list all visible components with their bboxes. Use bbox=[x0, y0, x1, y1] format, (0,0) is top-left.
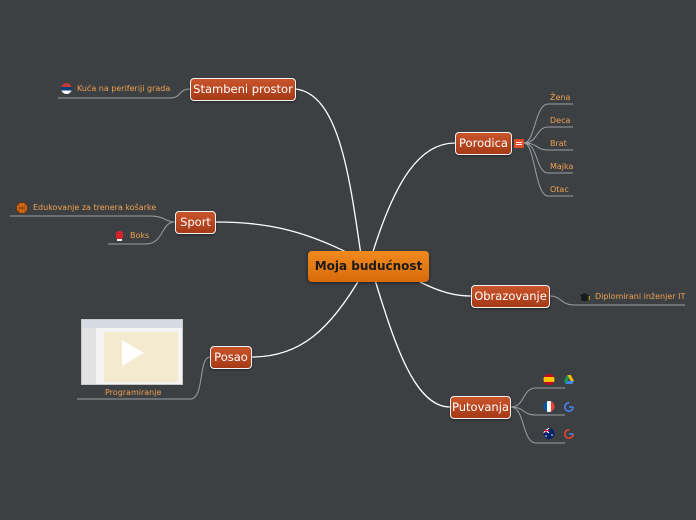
video-thumbnail[interactable] bbox=[81, 319, 183, 385]
node-putovanja[interactable]: Putovanja bbox=[450, 396, 511, 419]
basketball-icon bbox=[16, 202, 28, 214]
leaf-edukovanje[interactable]: Edukovanje za trenera košarke bbox=[33, 203, 157, 212]
connector-stambeni bbox=[295, 88, 363, 263]
spain-flag-icon bbox=[543, 374, 555, 385]
leaf-zena[interactable]: Žena bbox=[550, 93, 571, 102]
root-node[interactable]: Moja budućnost bbox=[308, 251, 429, 282]
leaf-brat[interactable]: Brat bbox=[550, 139, 567, 148]
connector-sport bbox=[215, 221, 353, 256]
serbia-flag-icon bbox=[61, 83, 72, 94]
node-posao[interactable]: Posao bbox=[210, 346, 252, 369]
google-icon bbox=[564, 429, 574, 439]
video-play-icon[interactable] bbox=[122, 340, 144, 366]
connector-putovanja bbox=[374, 279, 451, 408]
france-flag-icon bbox=[543, 401, 555, 412]
leaf-otac[interactable]: Otac bbox=[550, 185, 569, 194]
node-stambeni-prostor[interactable]: Stambeni prostor bbox=[190, 78, 296, 101]
connector-obrazovanje bbox=[419, 281, 472, 297]
node-sport[interactable]: Sport bbox=[175, 211, 216, 234]
graduation-cap-icon bbox=[578, 292, 591, 302]
australia-flag-icon bbox=[543, 428, 555, 439]
leaf-kuca[interactable]: Kuća na periferiji grada bbox=[77, 84, 171, 93]
leaf-programiranje[interactable]: Programiranje bbox=[105, 388, 162, 397]
leaf-majka[interactable]: Majka bbox=[550, 162, 574, 171]
connector-porodica bbox=[371, 142, 456, 256]
boxing-glove-icon bbox=[116, 231, 123, 241]
leaf-boks[interactable]: Boks bbox=[130, 231, 150, 240]
google-icon bbox=[564, 402, 574, 412]
leaf-diplomirani[interactable]: Diplomirani inženjer IT bbox=[595, 292, 686, 301]
node-obrazovanje[interactable]: Obrazovanje bbox=[471, 285, 550, 308]
notes-icon[interactable] bbox=[514, 139, 524, 148]
google-drive-icon bbox=[564, 375, 574, 384]
leaf-deca[interactable]: Deca bbox=[550, 116, 571, 125]
connector-posao bbox=[251, 274, 363, 358]
node-porodica[interactable]: Porodica bbox=[455, 132, 512, 155]
